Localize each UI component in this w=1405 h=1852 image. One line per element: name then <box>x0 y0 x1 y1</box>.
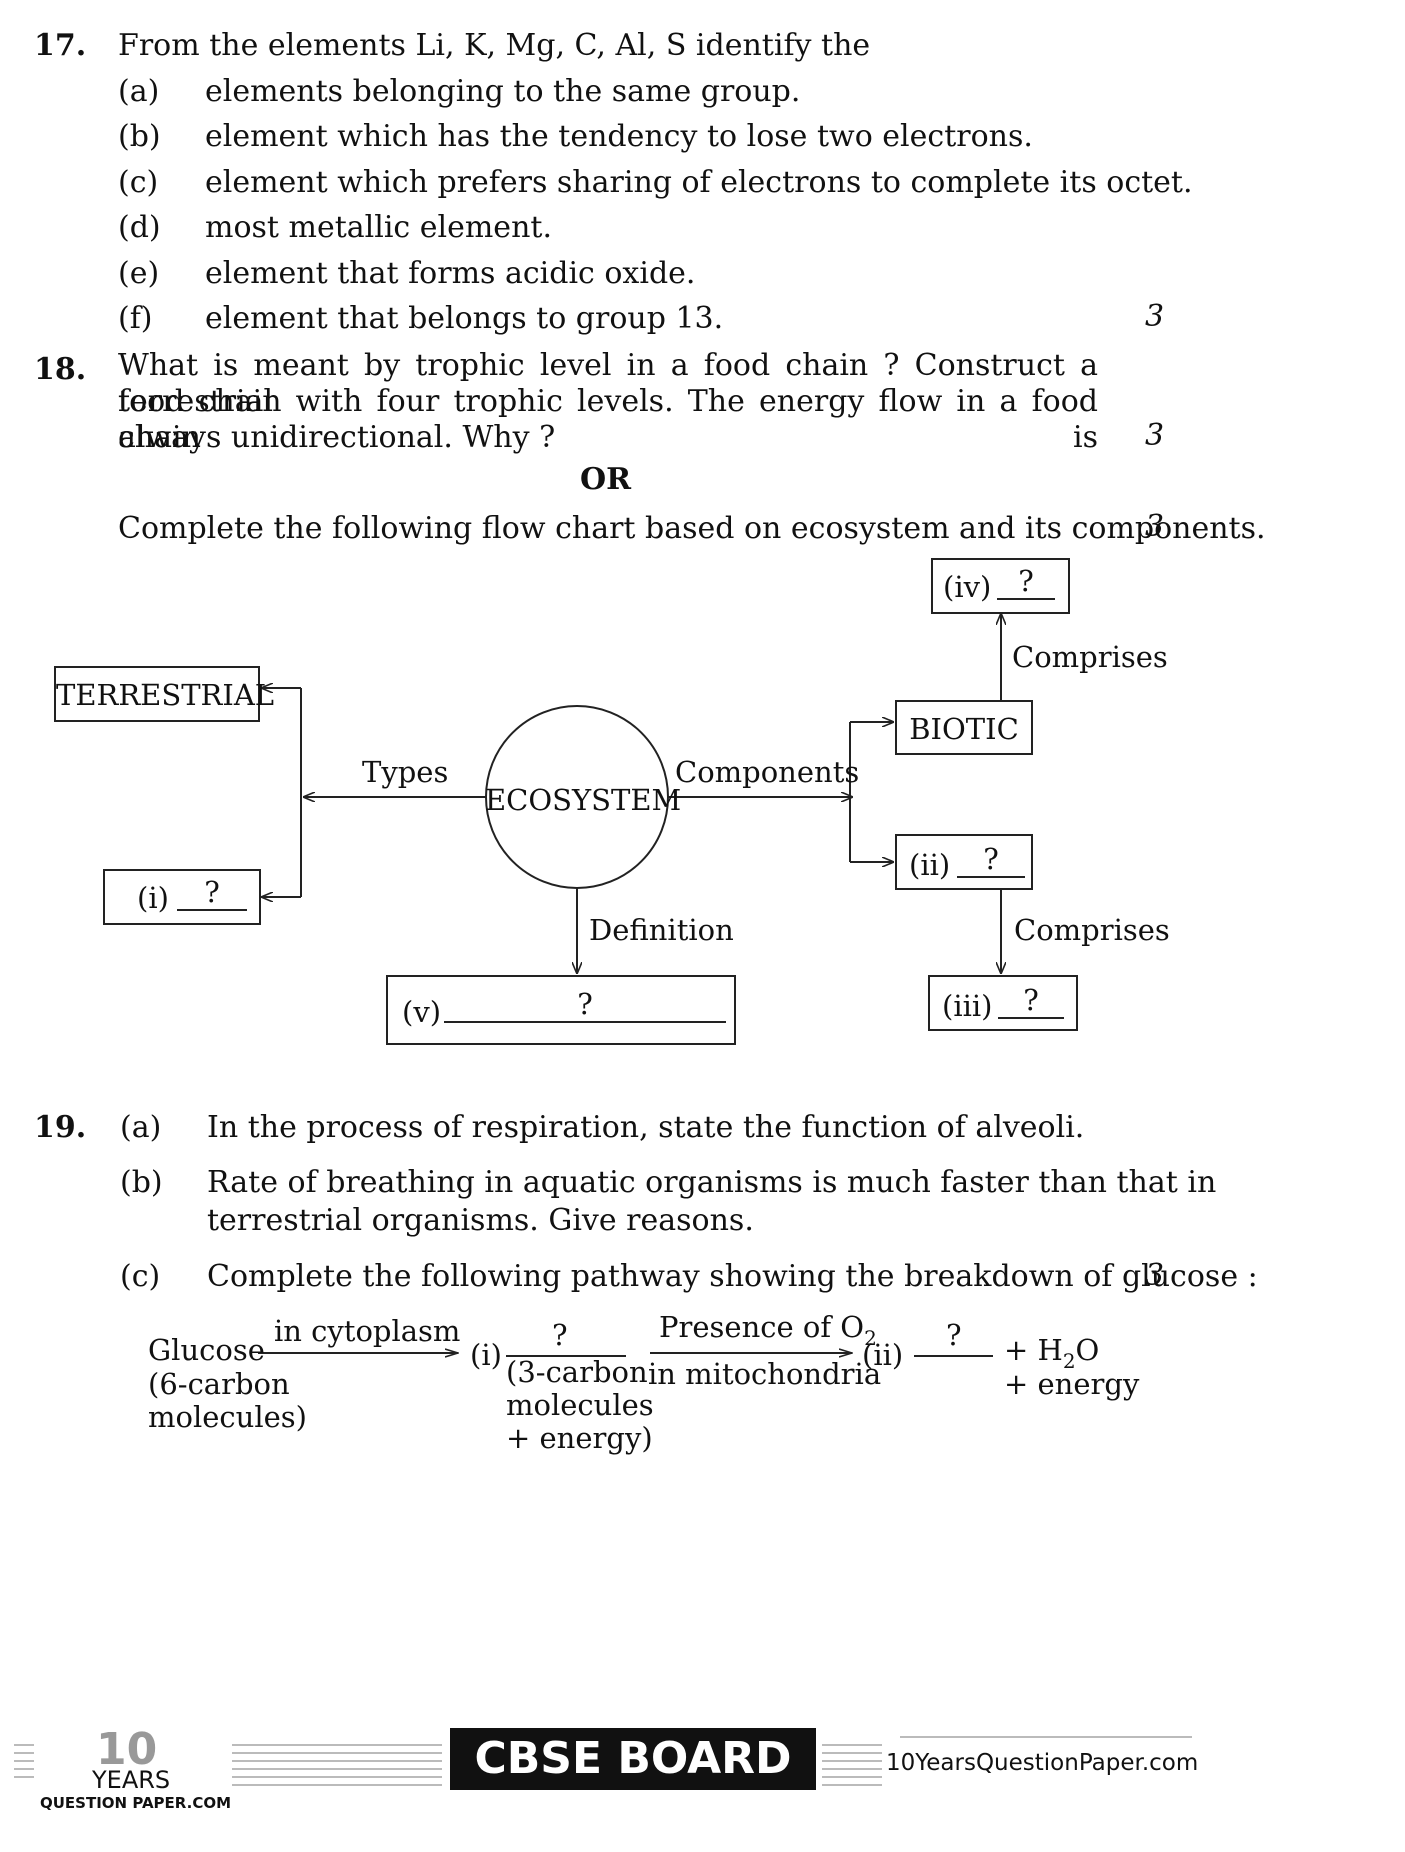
types-label: Types <box>362 755 449 789</box>
logo-site: QUESTION PAPER.COM <box>40 1794 232 1812</box>
biotic-box: BIOTIC <box>895 700 1033 755</box>
glucose-sub: molecules) <box>148 1400 307 1434</box>
flowchart-connectors <box>0 0 1405 1100</box>
step-i-sub: molecules <box>506 1388 654 1422</box>
box-ii-blank: ? <box>957 842 1025 878</box>
part-label: (f) <box>118 301 153 336</box>
board-banner: CBSE BOARD X <box>450 1728 816 1846</box>
part-text: element which prefers sharing of electro… <box>205 165 1193 200</box>
energy-label: + energy <box>1004 1367 1140 1401</box>
water-suffix: O <box>1075 1333 1100 1367</box>
mitochondria-label: in mitochondria <box>648 1357 882 1391</box>
box-iii-label: (iii) <box>942 989 993 1023</box>
marks: 3 <box>1145 299 1165 334</box>
step-i-unknown: ? <box>552 1318 568 1352</box>
step-i-sub: (3-carbon <box>506 1355 648 1389</box>
ecosystem-label: ECOSYSTEM <box>485 783 682 817</box>
or-separator: OR <box>580 462 632 497</box>
question-number: 18. <box>34 352 87 387</box>
site-url[interactable]: 10YearsQuestionPaper.com <box>886 1750 1199 1776</box>
part-text: element that belongs to group 13. <box>205 301 724 336</box>
part-label: (b) <box>120 1165 163 1200</box>
box-iv-label: (iv) <box>943 570 992 604</box>
water-prefix: + H <box>1004 1333 1063 1367</box>
part-text: In the process of respiration, state the… <box>207 1110 1085 1145</box>
logo-word: YEARS <box>92 1766 171 1794</box>
question-stem: From the elements Li, K, Mg, C, Al, S id… <box>118 28 871 63</box>
water-subscript: 2 <box>1062 1349 1076 1373</box>
part-label: (c) <box>120 1259 161 1294</box>
step-i-label: (i) <box>470 1338 502 1372</box>
box-iv-blank: ? <box>997 564 1055 600</box>
box-ii: (ii) ? <box>895 834 1033 890</box>
glucose-label: Glucose <box>148 1333 265 1367</box>
biotic-label: BIOTIC <box>909 712 1019 746</box>
box-ii-label: (ii) <box>909 848 951 882</box>
part-text: Complete the following pathway showing t… <box>207 1259 1258 1294</box>
definition-label: Definition <box>589 913 734 947</box>
cytoplasm-label: in cytoplasm <box>274 1314 461 1348</box>
marks: 3 <box>1145 509 1165 544</box>
part-label: (a) <box>118 74 160 109</box>
comprises-label-bottom: Comprises <box>1014 913 1170 947</box>
components-label: Components <box>675 755 860 789</box>
question-number: 19. <box>34 1110 87 1145</box>
terrestrial-label: TERRESTRIAL <box>56 678 275 712</box>
water-label: + H2O <box>1004 1333 1100 1373</box>
box-i-blank: ? <box>177 875 247 911</box>
alternative-question: Complete the following flow chart based … <box>118 511 1266 546</box>
footer: 10 YEARS QUESTION PAPER.COM CBSE BOARD X… <box>0 1724 1405 1846</box>
marks: 3 <box>1145 418 1165 453</box>
comprises-label-top: Comprises <box>1012 640 1168 674</box>
part-label: (c) <box>118 165 159 200</box>
part-label: (a) <box>120 1110 162 1145</box>
question-number: 17. <box>34 28 87 63</box>
terrestrial-box: TERRESTRIAL <box>54 666 275 722</box>
part-label: (e) <box>118 256 160 291</box>
question-line: food chain with four trophic levels. The… <box>118 384 1098 455</box>
pathway-arrows <box>258 1300 993 1460</box>
oxygen-subscript: 2 <box>864 1326 877 1350</box>
box-i-label: (i) <box>137 881 169 915</box>
part-text: terrestrial organisms. Give reasons. <box>207 1203 754 1238</box>
glucose-sub: (6-carbon <box>148 1367 290 1401</box>
part-text: most metallic element. <box>205 210 552 245</box>
oxygen-label: Presence of O2 <box>659 1310 877 1350</box>
part-text: elements belonging to the same group. <box>205 74 801 109</box>
part-label: (b) <box>118 119 161 154</box>
question-line: always unidirectional. Why ? <box>118 420 556 455</box>
box-iii: (iii) ? <box>928 975 1078 1031</box>
part-text: element that forms acidic oxide. <box>205 256 696 291</box>
box-v-label: (v) <box>402 995 442 1029</box>
step-i-sub: + energy) <box>506 1421 653 1455</box>
step-ii-label: (ii) <box>862 1338 904 1372</box>
logo-number: 10 <box>96 1724 158 1775</box>
box-i: (i) ? <box>103 869 261 925</box>
part-text: element which has the tendency to lose t… <box>205 119 1033 154</box>
marks: 3 <box>1145 1258 1165 1293</box>
box-v: (v) ? <box>386 975 736 1045</box>
question-line: What is meant by trophic level in a food… <box>118 348 1098 419</box>
box-iv: (iv) ? <box>931 558 1070 614</box>
oxygen-text: Presence of O <box>659 1310 865 1344</box>
part-text: Rate of breathing in aquatic organisms i… <box>207 1165 1217 1200</box>
box-v-blank: ? <box>444 987 726 1023</box>
box-iii-blank: ? <box>998 983 1064 1019</box>
step-ii-unknown: ? <box>946 1318 962 1352</box>
part-label: (d) <box>118 210 161 245</box>
